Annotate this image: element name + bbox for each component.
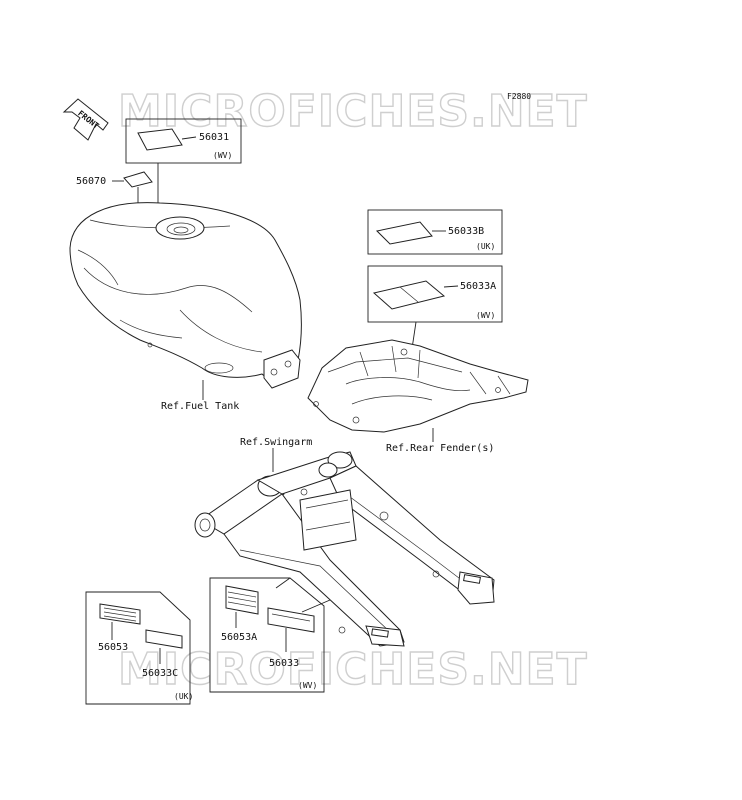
callout-box-56031: 56031 (WV) — [125, 118, 242, 208]
part-number-56070: 56070 — [76, 176, 106, 187]
fuel-tank: Ref.Fuel Tank — [69, 202, 302, 412]
callout-box-56033A: 56033A (WV) — [367, 265, 503, 363]
ref-fuel-tank: Ref.Fuel Tank — [161, 401, 239, 412]
label-sticker-56031 — [137, 128, 183, 151]
callout-box-uk-bottom: 56053 56033C (UK) — [85, 591, 193, 705]
figure-code: F2880 — [507, 92, 531, 101]
label-sticker-56033 — [267, 607, 315, 633]
front-arrow-icon: FRONT — [62, 98, 109, 141]
callout-box-wv-bottom: 56053A 56033 (WV) — [209, 577, 325, 693]
part-number-56033: 56033 — [269, 658, 299, 669]
label-sticker-56033A — [372, 280, 446, 310]
ref-rear-fender: Ref.Rear Fender(s) — [386, 443, 494, 454]
rear-fender: Ref.Rear Fender(s) — [307, 339, 529, 454]
callout-box-56033B: 56033B (UK) — [367, 209, 503, 255]
market-wv-right: (WV) — [476, 311, 495, 320]
part-number-56053A: 56053A — [221, 632, 257, 643]
ref-swingarm: Ref.Swingarm — [240, 437, 312, 448]
label-sticker-56053A — [225, 585, 259, 615]
part-number-56033B: 56033B — [448, 226, 484, 237]
part-number-56033C: 56033C — [142, 668, 178, 679]
watermark-top: MICROFICHES.NET — [118, 86, 588, 137]
swingarm: Ref.Swingarm — [194, 437, 495, 647]
fuel-cap-ring — [155, 216, 205, 240]
label-sticker-56033C — [145, 629, 183, 649]
market-wv-bottom: (WV) — [298, 681, 317, 690]
label-sticker-56070 — [123, 171, 153, 188]
label-sticker-56033B — [375, 221, 433, 245]
part-number-56033A: 56033A — [460, 281, 496, 292]
market-wv-top: (WV) — [213, 151, 232, 160]
part-number-56031: 56031 — [199, 132, 229, 143]
part-number-56053: 56053 — [98, 642, 128, 653]
market-uk-right: (UK) — [476, 242, 495, 251]
market-uk-bottom: (UK) — [174, 692, 193, 701]
watermark-bottom: MICROFICHES.NET — [118, 644, 588, 695]
